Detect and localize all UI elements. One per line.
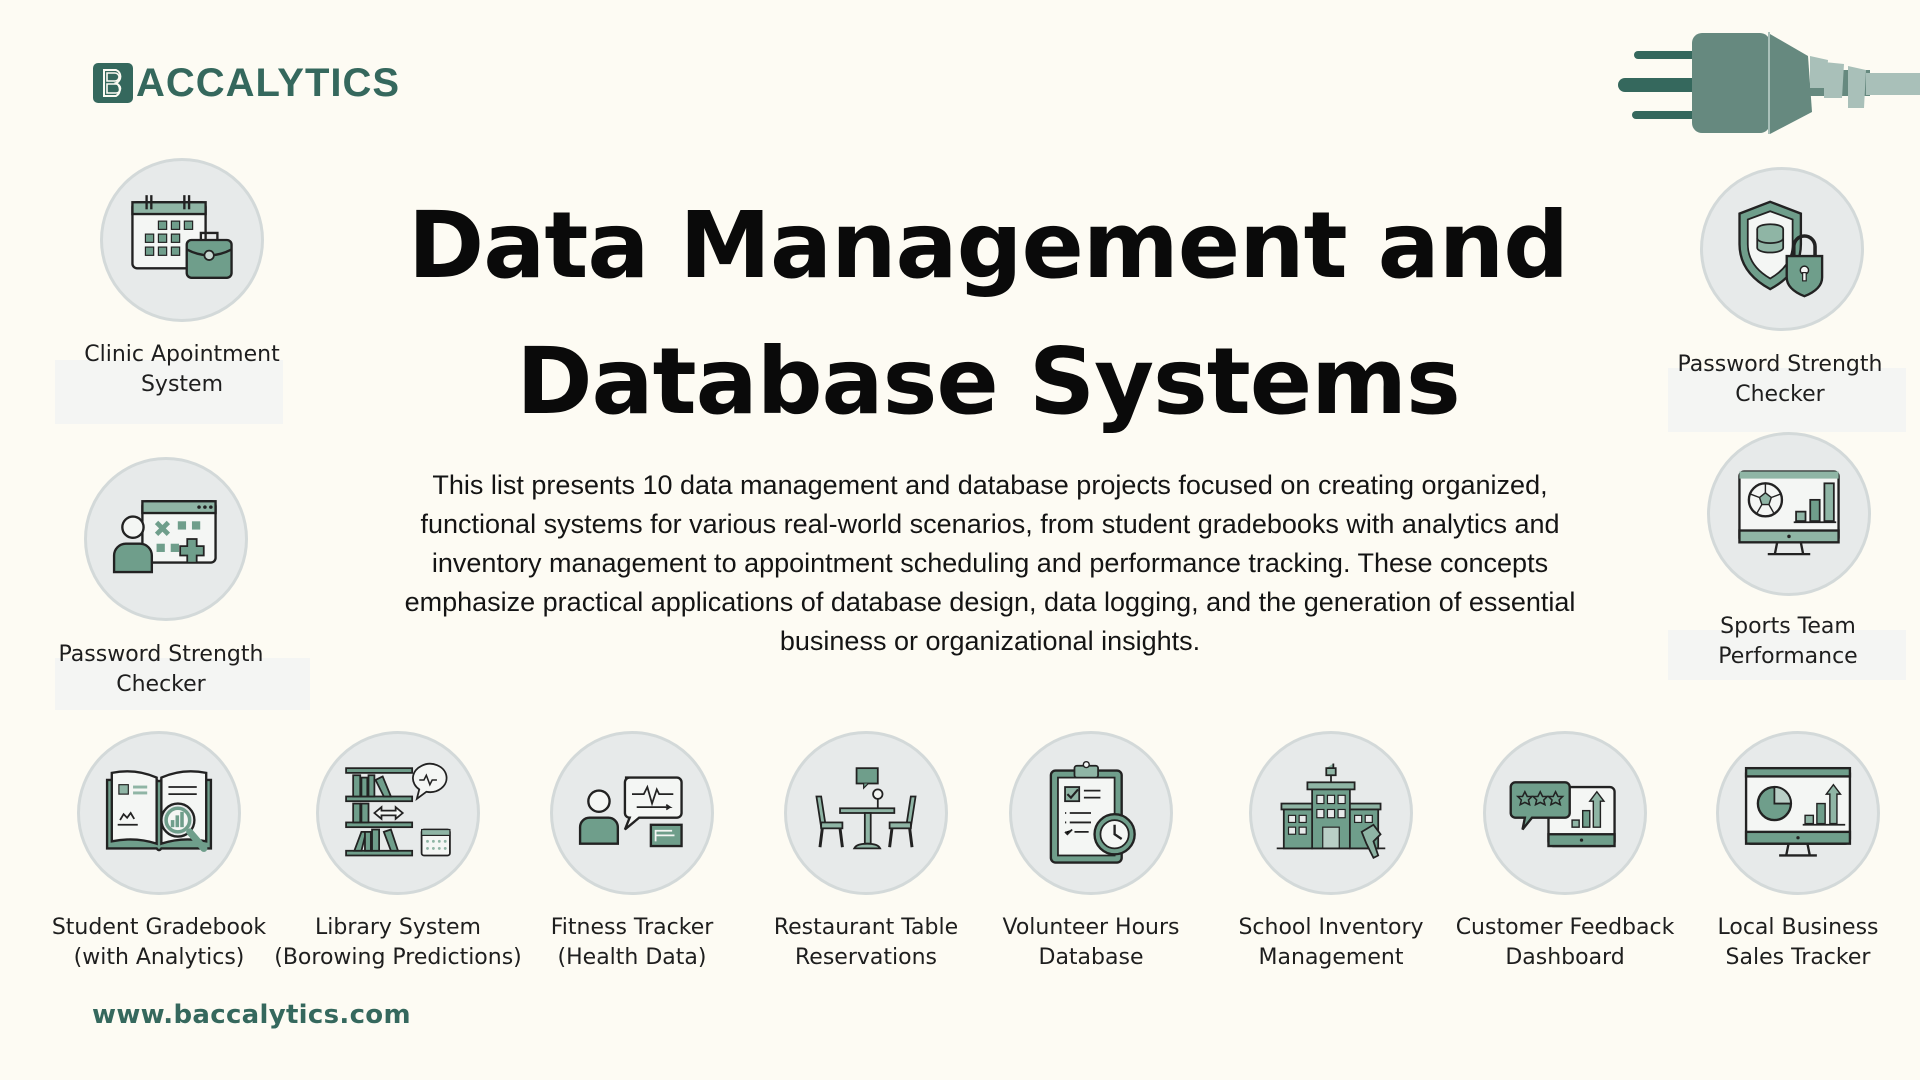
- monitor-soccer-chart-icon: [1738, 470, 1840, 556]
- bookshelf-calendar-icon: [345, 762, 451, 857]
- clipboard-clock-icon: [1049, 760, 1136, 864]
- logo-b-icon: [93, 63, 133, 103]
- project-customer-feedback[interactable]: [1483, 731, 1647, 895]
- project-clinic-appointment[interactable]: [100, 158, 264, 322]
- label-background: [55, 658, 310, 710]
- website-link[interactable]: www.baccalytics.com: [92, 1000, 411, 1030]
- brand-logo: ACCALYTICS: [93, 62, 400, 104]
- project-restaurant-reservations[interactable]: [784, 731, 948, 895]
- project-library-system[interactable]: [316, 731, 480, 895]
- project-label: Library System(Borowing Predictions): [274, 915, 522, 970]
- project-label: Fitness Tracker(Health Data): [550, 915, 714, 970]
- project-local-business-sales[interactable]: [1716, 731, 1880, 895]
- school-building-icon: [1276, 763, 1386, 860]
- plug-icon: [1598, 28, 1920, 140]
- page-title: Data Management and Database Systems: [300, 178, 1676, 450]
- title-line-1: Data Management and: [407, 192, 1569, 299]
- user-heartbeat-icon: [578, 776, 683, 848]
- project-student-gradebook[interactable]: [77, 731, 241, 895]
- title-line-2: Database Systems: [516, 328, 1461, 435]
- project-volunteer-hours[interactable]: [1009, 731, 1173, 895]
- table-chairs-icon: [815, 767, 917, 850]
- label-background: [1668, 368, 1906, 432]
- project-sports-team-performance[interactable]: [1707, 432, 1871, 596]
- monitor-pie-chart-icon: [1744, 766, 1852, 857]
- calendar-briefcase-icon: [131, 195, 233, 279]
- shield-database-lock-icon: [1738, 200, 1824, 298]
- rating-tablet-chart-icon: [1509, 781, 1616, 848]
- project-password-checker-left[interactable]: [84, 457, 248, 621]
- user-browser-medical-icon: [112, 500, 217, 574]
- brand-name: ACCALYTICS: [136, 61, 401, 105]
- project-label: Student Gradebook(with Analytics): [51, 915, 267, 970]
- project-fitness-tracker[interactable]: [550, 731, 714, 895]
- description-paragraph: This list presents 10 data management an…: [404, 470, 1576, 656]
- project-school-inventory[interactable]: [1249, 731, 1413, 895]
- book-magnifier-chart-icon: [105, 770, 213, 852]
- label-background: [55, 360, 283, 424]
- label-background: [1668, 630, 1906, 680]
- project-password-checker-right[interactable]: [1700, 167, 1864, 331]
